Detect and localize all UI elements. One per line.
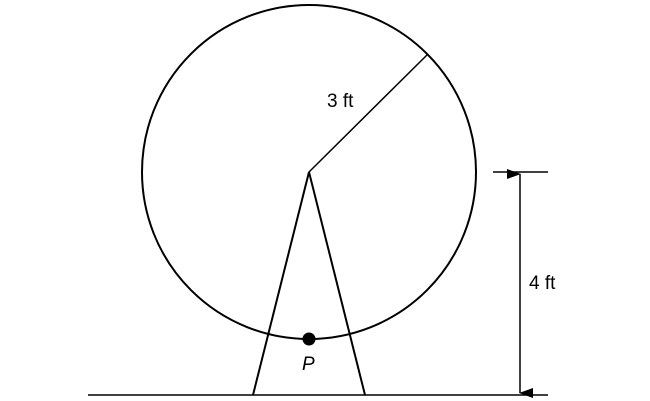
stand-left-leg — [252, 171, 310, 396]
point-p-dot — [302, 332, 316, 346]
stand-right-leg — [308, 171, 366, 396]
height-label: 4 ft — [529, 273, 556, 294]
radius-label: 3 ft — [327, 91, 354, 112]
point-p-label: P — [302, 354, 315, 375]
radius-line — [308, 53, 429, 173]
